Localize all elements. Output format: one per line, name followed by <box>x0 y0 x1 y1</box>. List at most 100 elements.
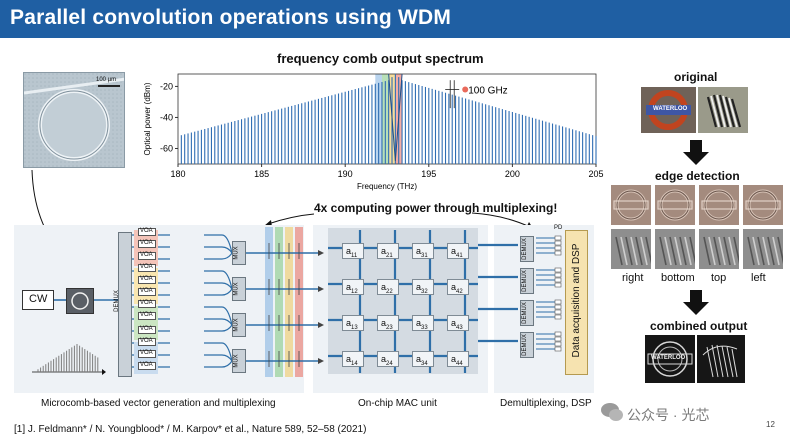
photodetector <box>554 304 562 310</box>
matrix-element: a44 <box>447 351 469 367</box>
photodetector <box>554 331 562 337</box>
matrix-element: a24 <box>377 351 399 367</box>
photodetector <box>554 346 562 352</box>
y-tick-label: -40 <box>160 112 173 122</box>
voa-label: VOA <box>140 338 153 344</box>
voa-block: VOA <box>138 362 156 370</box>
original-zebra-image <box>698 87 748 133</box>
waveguide <box>221 270 233 290</box>
edge-logo-image <box>611 185 651 225</box>
section-label-vector-generation: Microcomb-based vector generation and mu… <box>41 398 276 409</box>
mux-label: MUX <box>233 246 240 260</box>
down-arrow-icon <box>683 290 709 315</box>
waveguide <box>221 288 233 296</box>
voa-label: VOA <box>140 362 153 368</box>
scale-bar <box>98 85 120 87</box>
voa-label: VOA <box>140 350 153 356</box>
arrow-icon <box>318 250 324 256</box>
annotation-label: 100 GHz <box>468 86 507 97</box>
waveguide <box>221 306 233 326</box>
voa-block: VOA <box>138 252 156 260</box>
multiplexing-headline: 4x computing power through multiplexing! <box>314 201 558 215</box>
voa-label: VOA <box>140 276 153 282</box>
title-bar: Parallel convolution operations using WD… <box>0 0 790 38</box>
mux-label: MUX <box>233 318 240 332</box>
matrix-element: a14 <box>342 351 364 367</box>
direction-label-right: right <box>622 272 644 284</box>
matrix-element-label: a22 <box>381 282 393 295</box>
photodetector <box>554 267 562 273</box>
matrix-element: a41 <box>447 243 469 259</box>
matrix-element: a43 <box>447 315 469 331</box>
mux-block: MUX <box>232 313 246 337</box>
matrix-element: a22 <box>377 279 399 295</box>
waveguide <box>221 246 233 254</box>
edge-logo-image <box>655 185 695 225</box>
mux-block: MUX <box>232 241 246 265</box>
direction-label-left: left <box>751 272 766 284</box>
matrix-element: a13 <box>342 315 364 331</box>
voa-block: VOA <box>138 338 156 346</box>
photodetector <box>554 299 562 305</box>
matrix-element-label: a12 <box>346 282 358 295</box>
watermark-text: 公众号 · 光芯 <box>627 407 710 423</box>
dsp-label: Data acquisition and DSP <box>571 243 582 358</box>
matrix-element-label: a34 <box>416 354 428 367</box>
matrix-element: a11 <box>342 243 364 259</box>
ring-microscope-image: 100 µm <box>23 72 125 168</box>
plot-frame <box>177 73 597 165</box>
arrow-icon <box>318 286 324 292</box>
matrix-element: a23 <box>377 315 399 331</box>
direction-label-top: top <box>711 272 727 284</box>
matrix-element-label: a41 <box>451 246 463 259</box>
output-demux-block: DEMUX <box>520 236 534 262</box>
waveguide <box>221 324 233 332</box>
x-tick-label: 200 <box>505 169 520 179</box>
combined-logo-text: WATERLOO <box>651 355 686 361</box>
matrix-element-label: a21 <box>381 246 393 259</box>
waveguide <box>221 342 233 362</box>
edge-logo-image <box>743 185 783 225</box>
matrix-element: a12 <box>342 279 364 295</box>
output-demux-label: DEMUX <box>521 238 528 260</box>
output-demux-block: DEMUX <box>520 332 534 358</box>
waveguide <box>221 354 233 362</box>
arrow-icon <box>318 322 324 328</box>
matrix-element-label: a31 <box>416 246 428 259</box>
cw-laser-box <box>22 290 54 310</box>
matrix-element-label: a24 <box>381 354 393 367</box>
waveguide <box>221 318 233 326</box>
matrix-element: a33 <box>412 315 434 331</box>
cw-label: CW <box>29 293 48 305</box>
voa-block: VOA <box>138 300 156 308</box>
arrow-icon <box>318 358 324 364</box>
matrix-element-label: a43 <box>451 318 463 331</box>
photodetector <box>554 235 562 241</box>
x-tick-label: 185 <box>254 169 269 179</box>
channel-block-yellow <box>134 268 158 304</box>
voa-block: VOA <box>138 350 156 358</box>
y-axis-label: Optical power (dBm) <box>143 82 152 155</box>
waveguide <box>221 360 233 368</box>
output-demux-label: DEMUX <box>521 334 528 356</box>
channel-block-green <box>134 306 158 340</box>
matrix-element-label: a33 <box>416 318 428 331</box>
spectrum-title: frequency comb output spectrum <box>277 51 484 66</box>
input-demux-label: DEMUX <box>113 290 120 312</box>
wechat-icon <box>601 403 623 421</box>
combined-output-title: combined output <box>650 319 748 333</box>
voa-label: VOA <box>140 228 153 234</box>
x-axis-label: Frequency (THz) <box>357 182 417 191</box>
y-tick-label: -60 <box>160 143 173 153</box>
microring-icon <box>71 292 89 310</box>
original-title: original <box>674 70 718 84</box>
matrix-element: a34 <box>412 351 434 367</box>
matrix-element: a42 <box>447 279 469 295</box>
input-demux-block <box>118 232 132 377</box>
channel-block-red <box>134 230 158 266</box>
photodetector <box>554 309 562 315</box>
waveguide <box>221 252 233 260</box>
voa-label: VOA <box>140 264 153 270</box>
photodetector <box>554 240 562 246</box>
